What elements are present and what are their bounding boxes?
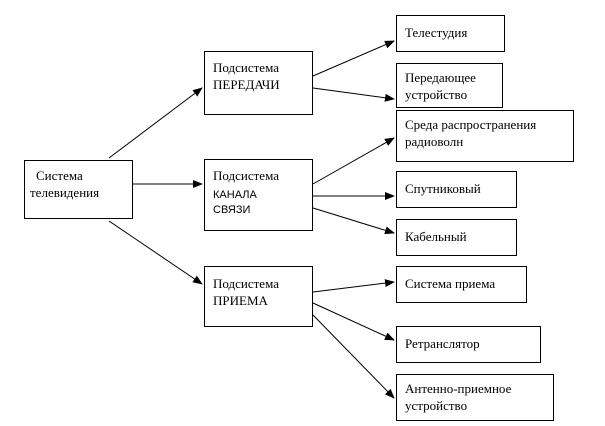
node-satellite: Спутниковый [396, 171, 517, 208]
node-tv-system: Система телевидения [24, 160, 133, 219]
arrow-reception-to-relay [312, 302, 395, 341]
node-relay: Ретранслятор [396, 326, 541, 363]
node-channel-line3: СВЯЗИ [213, 204, 251, 216]
arrow-root-to-transmission [108, 87, 203, 159]
node-propagation-medium: Среда распространения радиоволн [396, 110, 574, 162]
node-reception-line1: Подсистема [213, 276, 279, 291]
node-channel-subsystem: Подсистема КАНАЛА СВЯЗИ [204, 159, 313, 231]
node-transmission-subsystem: Подсистема ПЕРЕДАЧИ [204, 51, 313, 115]
node-satellite-line1: Спутниковый [405, 181, 481, 196]
node-transmitter-line2: устройство [405, 87, 468, 102]
node-reception-subsystem: Подсистема ПРИЕМА [204, 266, 313, 327]
node-antenna-line1: Антенно-приемное [405, 381, 512, 396]
node-studio-line1: Телестудия [405, 25, 468, 40]
node-medium-line2: радиоволн [405, 134, 464, 149]
node-transmitter-line1: Передающее [405, 70, 476, 85]
arrow-channel-to-cable [312, 207, 395, 235]
node-tv-system-line1: Система [36, 168, 83, 183]
arrow-transmission-to-studio [312, 40, 395, 77]
node-cable: Кабельный [396, 219, 517, 256]
node-transmission-line2: ПЕРЕДАЧИ [213, 77, 280, 92]
node-antenna-receiver: Антенно-приемное устройство [396, 374, 554, 421]
node-tv-system-line2: телевидения [30, 185, 100, 200]
node-channel-line1: Подсистема [213, 168, 279, 183]
arrow-root-to-reception [108, 220, 203, 285]
node-medium-line1: Среда распространения [405, 117, 537, 132]
node-relay-line1: Ретранслятор [405, 336, 480, 351]
node-transmitter: Передающее устройство [396, 63, 503, 108]
arrow-reception-to-system [312, 279, 395, 293]
node-channel-line2: КАНАЛА [213, 189, 257, 201]
node-reception-system: Система приема [396, 266, 527, 303]
node-cable-line1: Кабельный [405, 229, 467, 244]
arrow-channel-to-medium [312, 137, 395, 185]
node-studio: Телестудия [396, 15, 505, 52]
node-reception-system-line1: Система приема [405, 276, 496, 291]
node-reception-line2: ПРИЕМА [213, 293, 268, 308]
arrow-transmission-to-transmitter [312, 87, 395, 102]
arrow-reception-to-antenna [312, 314, 395, 399]
node-transmission-line1: Подсистема [213, 60, 279, 75]
node-antenna-line2: устройство [405, 398, 468, 413]
